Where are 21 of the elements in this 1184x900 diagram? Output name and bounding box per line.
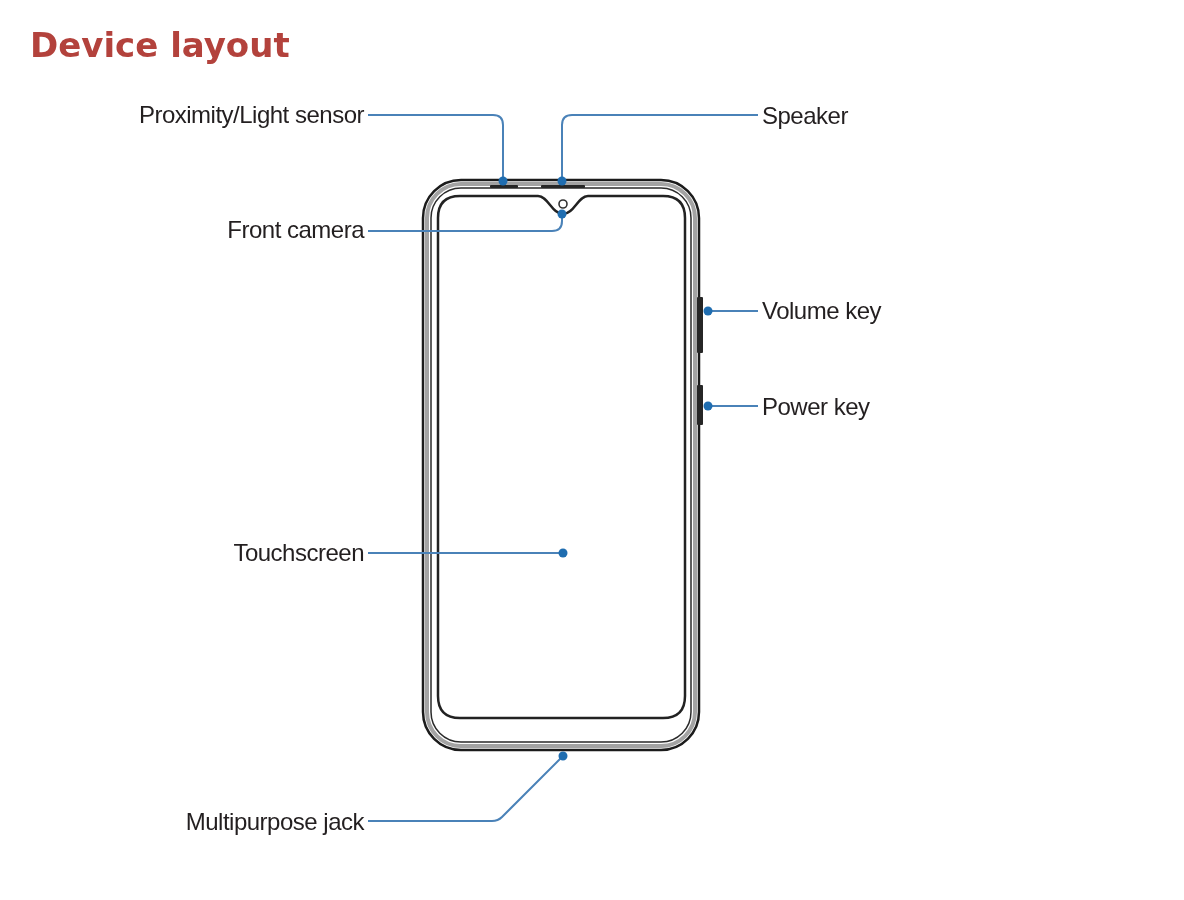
leader-line <box>367 548 568 558</box>
leader-line <box>367 751 568 822</box>
touchscreen <box>436 194 687 720</box>
part-label: Power key <box>762 393 870 421</box>
part-label: Front camera <box>227 216 364 244</box>
leader-line <box>557 114 759 186</box>
leader-line <box>367 114 508 186</box>
page-title: Device layout <box>30 24 290 66</box>
sensor-slit <box>490 185 518 188</box>
part-label: Multipurpose jack <box>185 808 364 836</box>
speaker-slit <box>541 185 585 188</box>
part-label: Speaker <box>762 102 848 130</box>
side-key <box>697 297 703 353</box>
part-label: Proximity/Light sensor <box>138 101 364 129</box>
camera-lens <box>558 199 568 209</box>
side-key <box>697 385 703 425</box>
leader-line <box>703 401 759 411</box>
part-label: Touchscreen <box>233 539 364 567</box>
leader-line <box>703 306 759 316</box>
leader-line <box>367 209 567 232</box>
part-label: Volume key <box>762 297 882 325</box>
